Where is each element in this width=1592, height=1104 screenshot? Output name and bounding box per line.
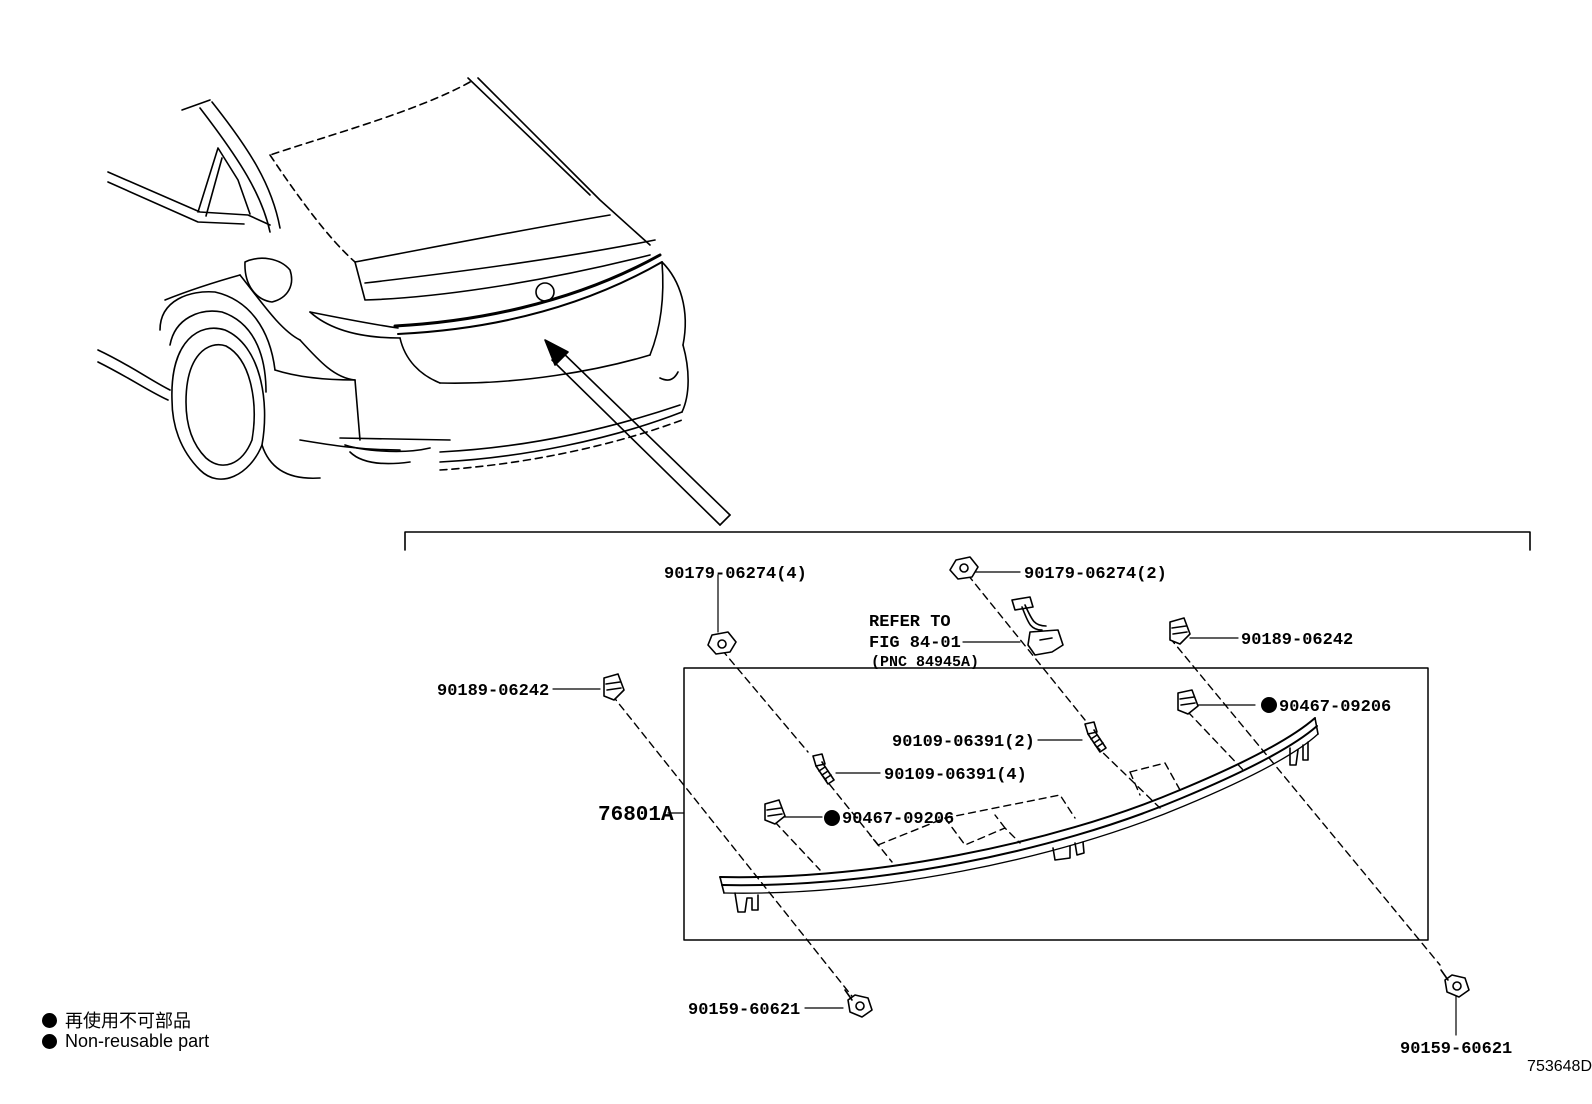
part-label: 90189-06242 [437,682,549,701]
part-label: 90179-06274(2) [1024,565,1167,584]
legend-text-en: Non-reusable part [65,1031,210,1051]
legend-text-jp: 再使用不可部品 [65,1011,191,1031]
refer-label: FIG 84-01 [869,634,961,653]
clip-icon [603,673,625,701]
part-label: 90189-06242 [1241,631,1353,650]
non-reusable-marker-icon [1261,697,1277,713]
part-label: 90109-06391(2) [892,733,1035,752]
pointer-arrow [544,339,731,526]
refer-label: REFER TO [869,613,951,632]
nut-icon [707,631,737,655]
connector-icon [1011,596,1064,656]
bullet-icon [42,1034,57,1049]
screw-icon [844,989,873,1018]
diagram-id: 753648D [1527,1058,1592,1075]
stud-bolt-icon [812,753,835,785]
part-label: 90467-09206 [1279,698,1391,717]
clip-icon [1177,689,1199,715]
assembly-lines [611,574,1441,1001]
part-label: 90179-06274(4) [664,565,807,584]
vehicle-illustration [97,77,689,480]
part-label: 76801A [598,804,674,827]
stud-bolt-icon [1084,721,1107,753]
part-label: 90159-60621 [1400,1040,1512,1059]
leader-lines [552,571,1457,1036]
part-label: 90467-09206 [842,810,954,829]
non-reusable-marker-icon [824,810,840,826]
nut-icon [949,556,979,580]
legend-jp: 再使用不可部品 [42,1007,191,1033]
refer-label: (PNC 84945A) [871,654,979,671]
part-label: 90109-06391(4) [884,766,1027,785]
clip-icon [1169,617,1191,645]
part-label: 90159-60621 [688,1001,800,1020]
screw-icon [1440,969,1470,998]
legend-en: Non-reusable part [42,1031,209,1052]
assembly-bracket [404,531,1531,551]
clip-icon [764,799,786,825]
assembly-box [683,667,1429,941]
spoiler-strip [719,717,1319,913]
bullet-icon [42,1012,57,1028]
